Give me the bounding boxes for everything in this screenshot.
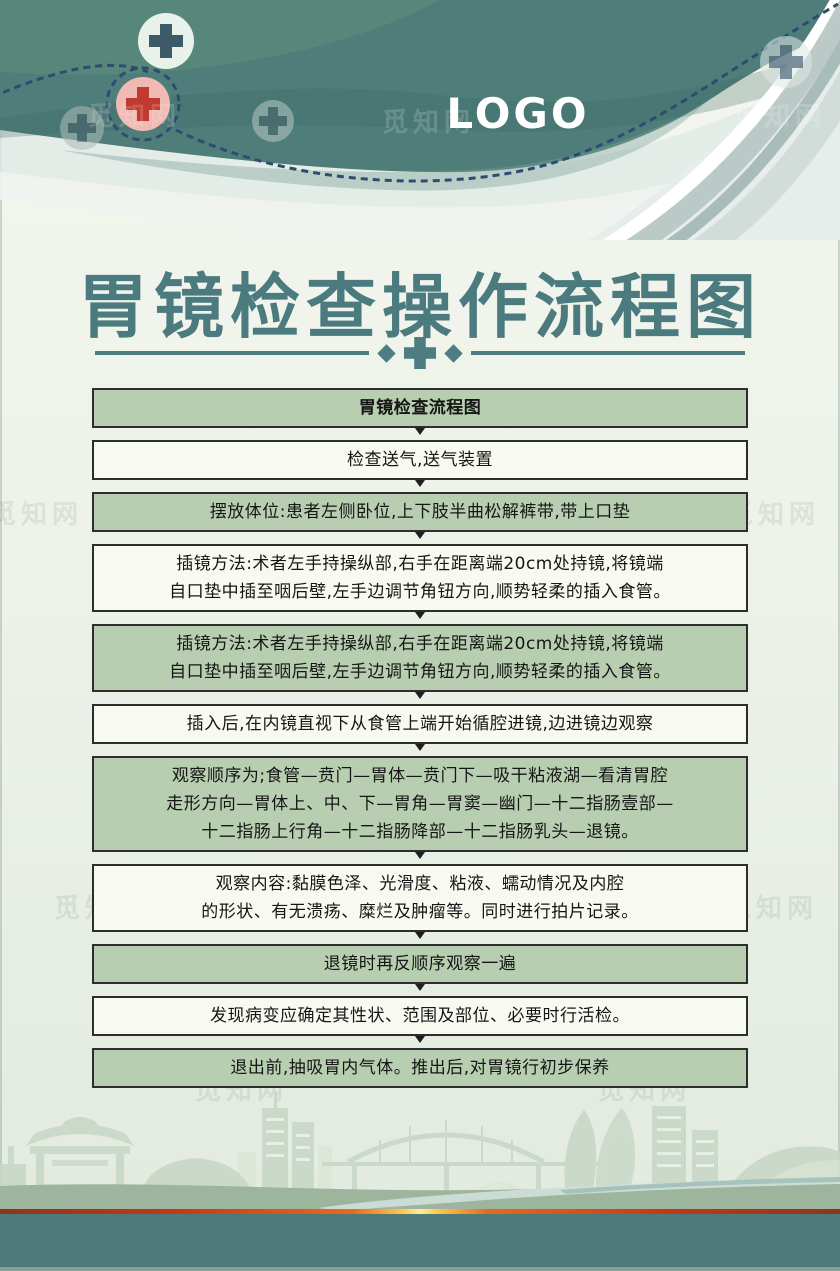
flow-arrow-down <box>92 532 748 544</box>
sweep-band-white <box>602 0 840 240</box>
watermark: 觅知网 <box>0 500 84 530</box>
flow-step-text: 退出前,抽吸胃内气体。推出后,对胃镜行初步保养 <box>230 1058 610 1078</box>
flow-step: 观察内容:黏膜色泽、光滑度、粘液、蠕动情况及内腔的形状、有无溃疡、糜烂及肿瘤等。… <box>92 864 748 932</box>
flow-step-text: 自口垫中插至咽后壁,左手边调节角钮方向,顺势轻柔的插入食管。 <box>169 662 671 682</box>
flow-step: 摆放体位:患者左侧卧位,上下肢半曲松解裤带,带上口垫 <box>92 492 748 532</box>
cross-badge-faded-left <box>60 106 104 150</box>
footer-teal-band <box>0 1214 840 1267</box>
title-divider <box>95 336 745 370</box>
flow-step-text: 观察内容:黏膜色泽、光滑度、粘液、蠕动情况及内腔 <box>215 874 625 894</box>
header-soft-wave <box>0 60 840 216</box>
flow-step-text: 的形状、有无溃疡、糜烂及肿瘤等。同时进行拍片记录。 <box>201 902 639 922</box>
header-green-tint <box>0 0 440 75</box>
flow-step-text: 走形方向—胃体上、中、下—胃角—胃窦—幽门—十二指肠壹部— <box>166 794 674 814</box>
dashed-loop <box>105 66 181 142</box>
flow-step: 检查送气,送气装置 <box>92 440 748 480</box>
flow-arrow-down <box>92 744 748 756</box>
river-swoosh-teal <box>560 1177 840 1194</box>
footer-edge-strip <box>0 1267 840 1271</box>
flow-step-text: 观察顺序为;食管—贲门—胃体—贲门下—吸干粘液湖—看清胃腔 <box>171 766 669 786</box>
diamond-icon <box>377 343 396 363</box>
flow-step-text: 摆放体位:患者左侧卧位,上下肢半曲松解裤带,带上口垫 <box>209 502 631 522</box>
header-inner-wave <box>60 102 706 191</box>
flow-arrow-down <box>92 1036 748 1048</box>
flow-step: 插入后,在内镜直视下从食管上端开始循腔进镜,边进镜边观察 <box>92 704 748 744</box>
header-dark-wave <box>0 46 840 138</box>
dashed-path-right <box>175 2 839 183</box>
cross-badge-faded-mid <box>252 100 294 142</box>
sunrise-glow-line <box>0 1209 840 1214</box>
flow-step: 观察顺序为;食管—贲门—胃体—贲门下—吸干粘液湖—看清胃腔走形方向—胃体上、中、… <box>92 756 748 852</box>
city-skyline <box>0 1092 840 1194</box>
diamond-icon <box>444 343 463 363</box>
flow-step-text: 检查送气,送气装置 <box>347 450 493 470</box>
flow-step-text: 插入后,在内镜直视下从食管上端开始循腔进镜,边进镜边观察 <box>186 714 654 734</box>
flow-arrow-down <box>92 612 748 624</box>
flowchart: 胃镜检查流程图检查送气,送气装置摆放体位:患者左侧卧位,上下肢半曲松解裤带,带上… <box>92 388 748 1088</box>
flow-arrow-down <box>92 984 748 996</box>
flow-step: 退镜时再反顺序观察一遍 <box>92 944 748 984</box>
medical-cross-icon <box>404 337 436 369</box>
flow-step: 胃镜检查流程图 <box>92 388 748 428</box>
page-title: 胃镜检查操作流程图 <box>78 265 762 348</box>
flow-step: 发现病变应确定其性状、范围及部位、必要时行活检。 <box>92 996 748 1036</box>
flow-step-text: 退镜时再反顺序观察一遍 <box>323 954 517 974</box>
divider-line-right <box>471 351 745 355</box>
sweep-band-pale <box>693 70 840 240</box>
flow-step-text: 自口垫中插至咽后壁,左手边调节角钮方向,顺势轻柔的插入食管。 <box>169 582 671 602</box>
cross-badge-right <box>760 36 812 88</box>
flow-step-text: 插镜方法:术者左手持操纵部,右手在距离端20cm处持镜,将镜端 <box>176 634 664 654</box>
river-swoosh <box>318 1178 840 1211</box>
divider-line-left <box>95 351 369 355</box>
flow-step-text: 发现病变应确定其性状、范围及部位、必要时行活检。 <box>210 1006 630 1026</box>
flow-arrow-down <box>92 480 748 492</box>
flow-step-text: 插镜方法:术者左手持操纵部,右手在距离端20cm处持镜,将镜端 <box>176 554 664 574</box>
cross-badge-pink <box>116 77 170 131</box>
flow-arrow-down <box>92 932 748 944</box>
flow-step: 插镜方法:术者左手持操纵部,右手在距离端20cm处持镜,将镜端自口垫中插至咽后壁… <box>92 624 748 692</box>
flow-step-text: 胃镜检查流程图 <box>358 398 482 418</box>
cross-badge-top <box>138 13 194 69</box>
footer-art <box>0 1092 840 1271</box>
flow-step-text: 十二指肠上行角—十二指肠降部—十二指肠乳头—退镜。 <box>201 822 639 842</box>
flow-arrow-down <box>92 692 748 704</box>
header-softer-wave <box>0 122 840 234</box>
flow-step: 插镜方法:术者左手持操纵部,右手在距离端20cm处持镜,将镜端自口垫中插至咽后壁… <box>92 544 748 612</box>
logo-text: LOGO <box>446 89 589 138</box>
flow-step: 退出前,抽吸胃内气体。推出后,对胃镜行初步保养 <box>92 1048 748 1088</box>
header-art: LOGO <box>0 0 840 240</box>
sweep-band-teal <box>666 39 840 240</box>
flow-arrow-down <box>92 852 748 864</box>
flow-arrow-down <box>92 428 748 440</box>
